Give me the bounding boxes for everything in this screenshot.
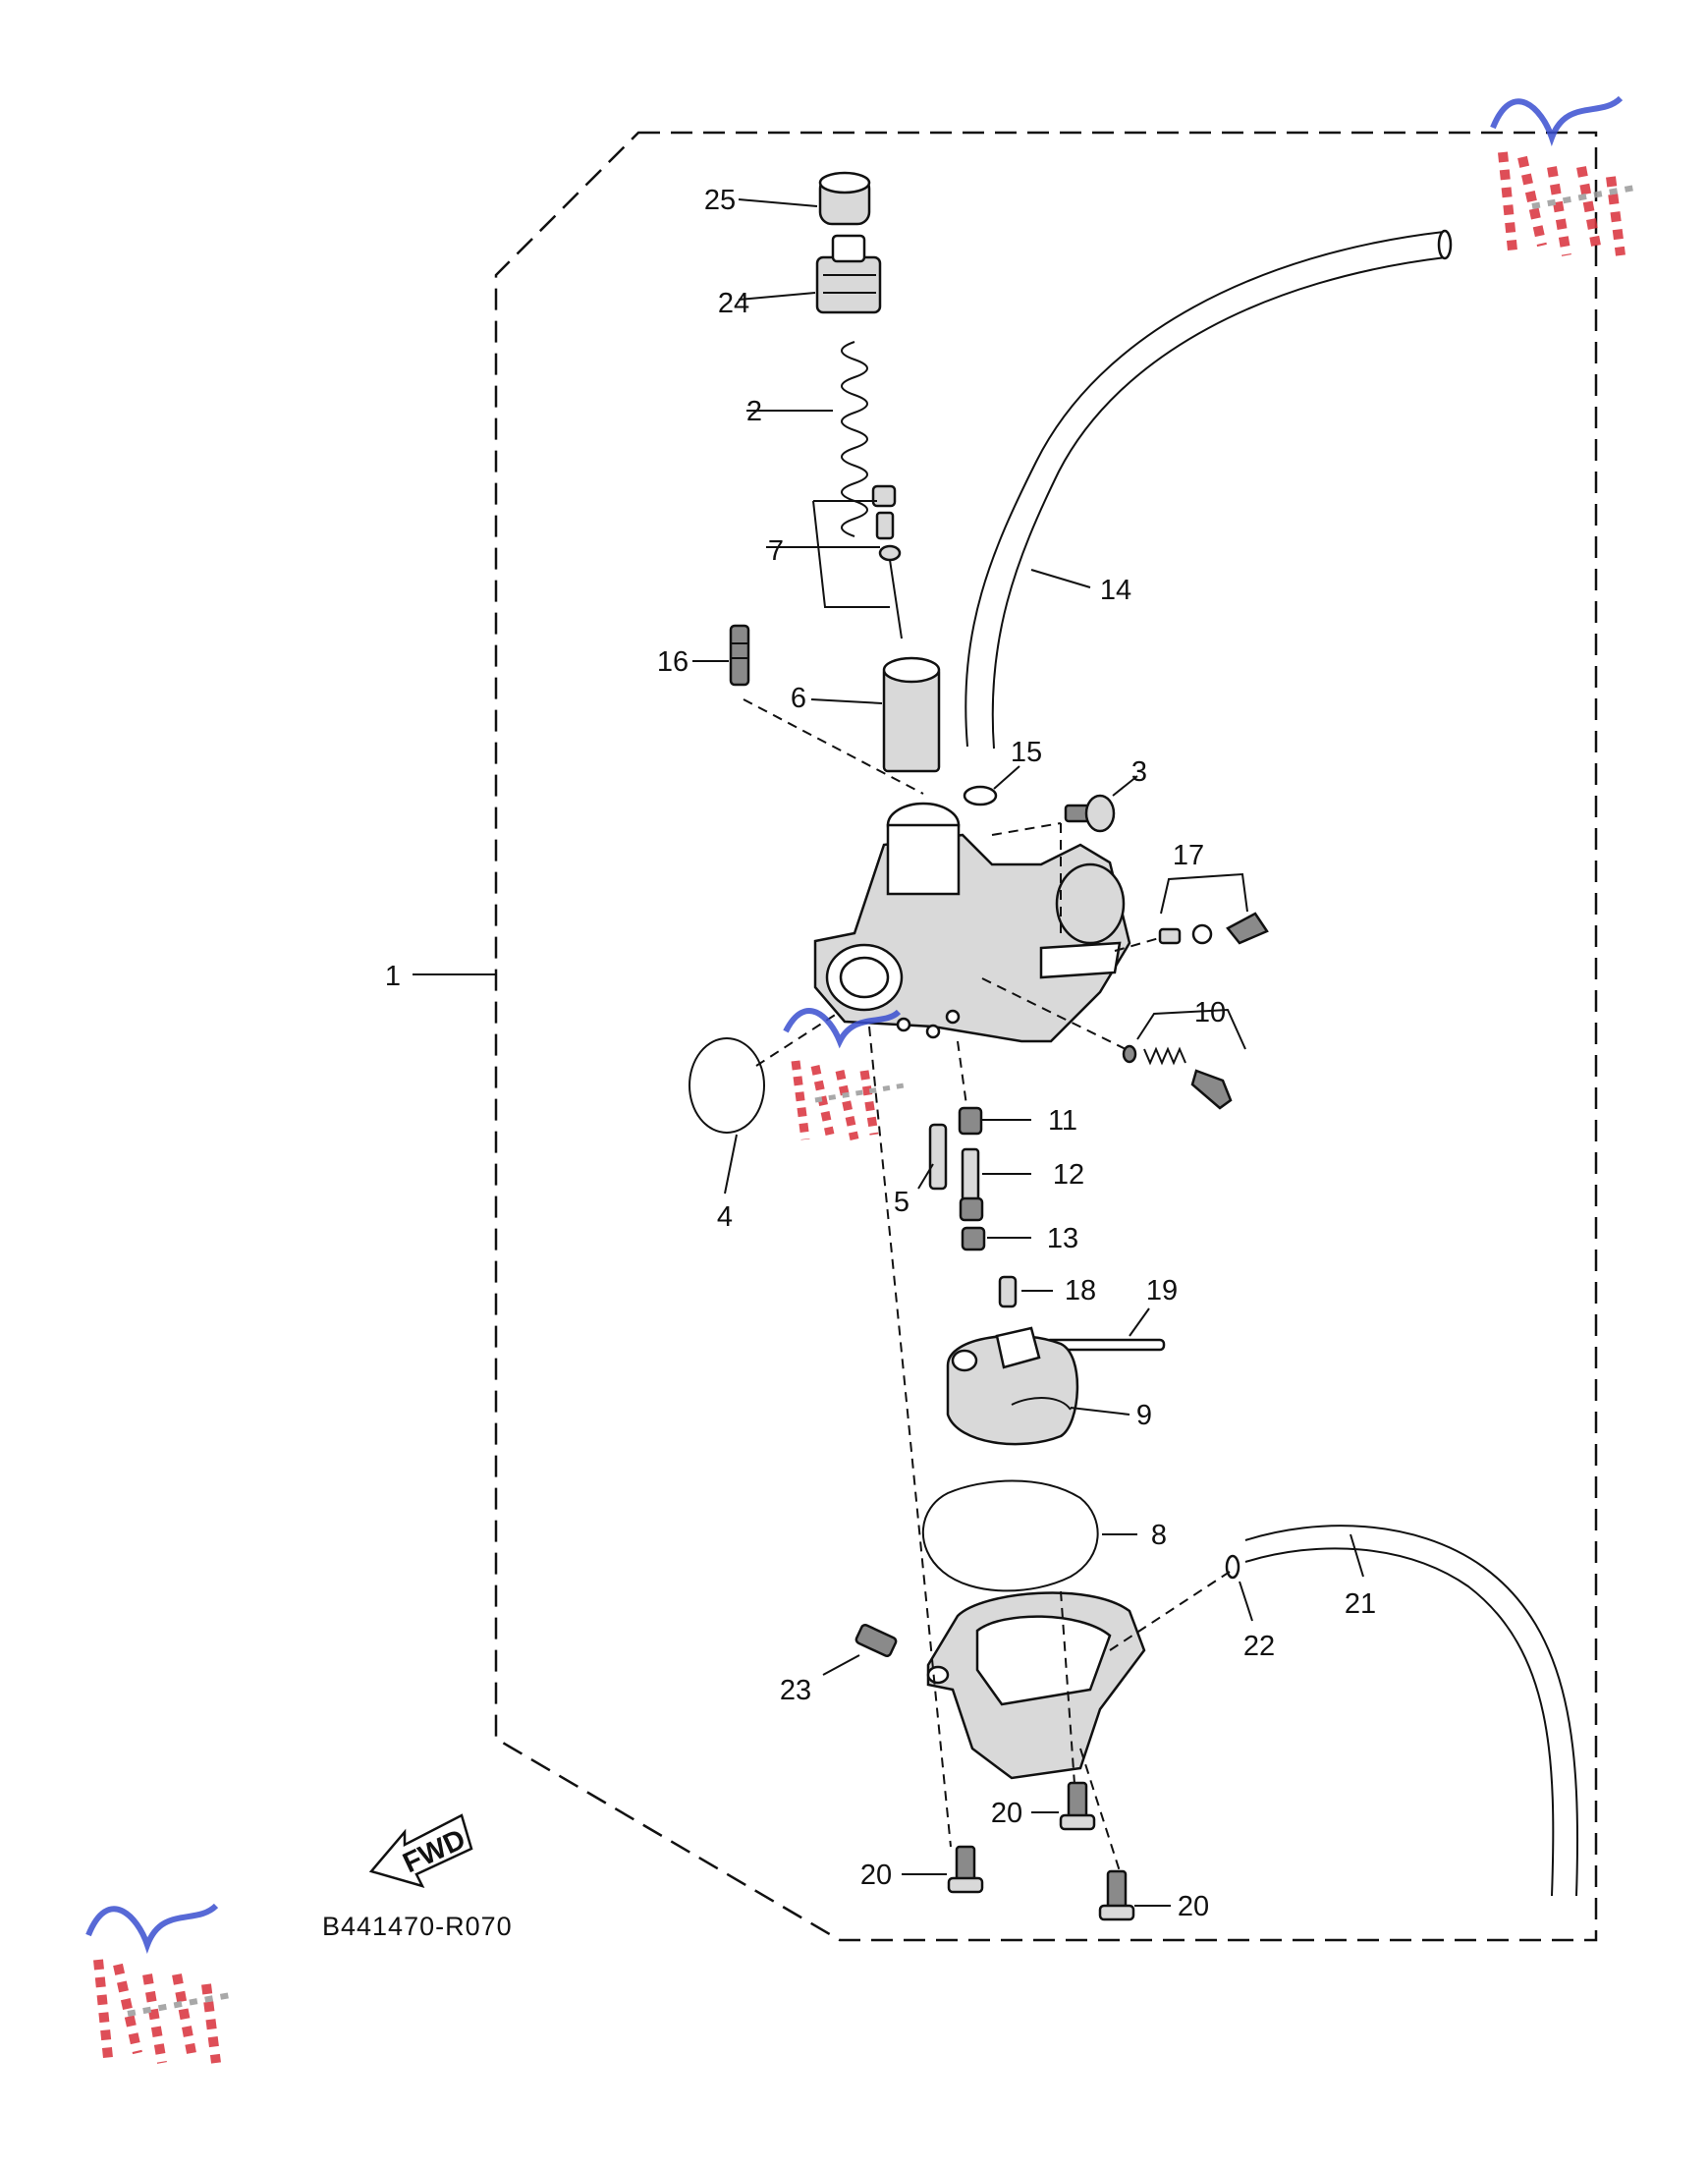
callout-4: 4 [717,1201,733,1233]
callout-11: 11 [1048,1105,1077,1137]
fwd-arrow-icon: FWD [368,1813,473,1888]
callout-12: 12 [1053,1159,1084,1191]
part-17-pilot-screw-set [1158,912,1269,945]
callout-20c: 20 [1178,1891,1209,1922]
carburetor-body [813,802,1131,1043]
part-16-screw [729,624,750,687]
float-bowl [926,1591,1146,1780]
part-8-gasket [921,1479,1099,1592]
part-7-needle-set [871,484,903,639]
part-4-o-ring [689,1037,765,1134]
assembly-boundary [494,131,1598,1942]
part-12-needle-jet [959,1147,984,1222]
watermark-logo-center [783,1008,905,1140]
callout-7: 7 [768,535,784,567]
callout-16: 16 [657,646,689,678]
part-13-jet-holder [961,1226,986,1251]
callout-20b: 20 [860,1860,892,1891]
part-3-screw [1064,794,1116,833]
part-10-idle-screw-set [1122,1044,1233,1110]
callout-5: 5 [894,1187,909,1218]
part-15-clip [963,785,998,806]
callout-13: 13 [1047,1223,1078,1254]
callout-17: 17 [1173,840,1204,871]
callout-15: 15 [1011,737,1042,768]
part-20-screw-a [1059,1781,1096,1831]
callout-10: 10 [1194,997,1226,1028]
part-6-throttle-valve [882,656,941,773]
part-25-cap [818,171,871,226]
callout-20a: 20 [991,1798,1022,1829]
callout-19: 19 [1146,1275,1178,1306]
watermark-logo-bottom-left [85,1903,237,2064]
callout-22: 22 [1243,1631,1275,1662]
part-18-needle-valve [998,1275,1018,1308]
callout-9: 9 [1136,1400,1152,1431]
part-5-jet [928,1123,948,1191]
part-20-screw-b [947,1845,984,1894]
callout-24: 24 [718,288,749,319]
part-11-main-jet [958,1106,983,1136]
callout-1: 1 [385,961,401,992]
callout-8: 8 [1151,1520,1167,1551]
watermark-logo-top-right [1490,95,1641,256]
callout-23: 23 [780,1675,811,1706]
part-23-drain-screw [854,1623,898,1658]
callout-2: 2 [746,396,762,427]
part-2-spring [841,341,868,537]
part-14-fuel-hose [964,229,1453,750]
callout-25: 25 [704,185,736,216]
part-9-float [946,1326,1079,1446]
callout-3: 3 [1131,756,1147,788]
part-24-top-cap [815,234,882,314]
callout-21: 21 [1345,1588,1376,1620]
part-21-drain-hose [1244,1525,1579,1897]
part-20-screw-c [1098,1869,1135,1921]
part-22-clip [1225,1554,1240,1580]
callout-14: 14 [1100,575,1131,606]
diagram-code: B441470-R070 [322,1912,513,1941]
callout-18: 18 [1065,1275,1096,1306]
callout-6: 6 [791,683,806,714]
